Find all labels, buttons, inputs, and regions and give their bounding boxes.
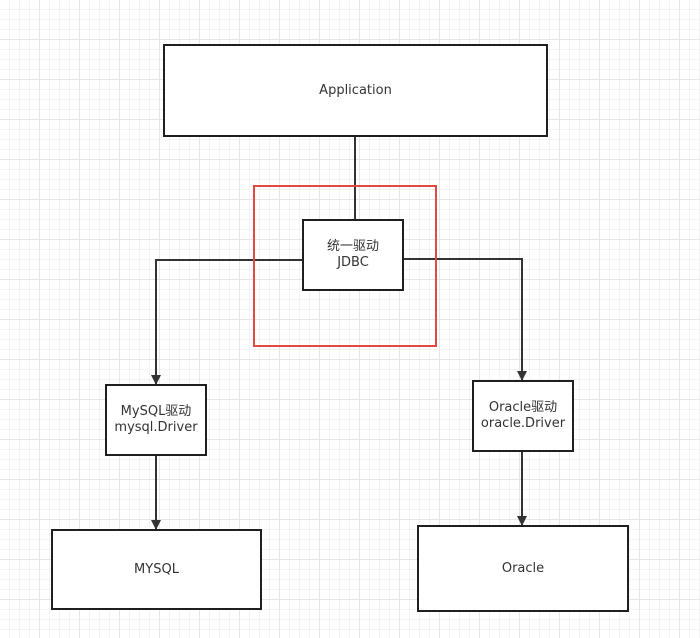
arrow-jdbc-to-oracle-driver xyxy=(403,258,527,381)
application-label: Application xyxy=(319,82,392,98)
application-node[interactable]: Application xyxy=(163,44,548,137)
mysql-driver-label-line2: mysql.Driver xyxy=(114,420,198,435)
oracle-db-label: Oracle xyxy=(501,560,545,576)
mysql-driver-node[interactable]: MySQL驱动 mysql.Driver xyxy=(105,384,207,456)
oracle-driver-label-line1: Oracle驱动 xyxy=(488,400,558,415)
jdbc-label-line2: JDBC xyxy=(337,255,369,270)
mysql-driver-label-line1: MySQL驱动 xyxy=(120,404,192,419)
jdbc-node[interactable]: 统一驱动 JDBC xyxy=(302,219,404,291)
oracle-driver-label-line2: oracle.Driver xyxy=(480,416,566,431)
mysql-db-label: MYSQL xyxy=(134,561,179,577)
oracle-driver-node[interactable]: Oracle驱动 oracle.Driver xyxy=(472,380,574,452)
mysql-db-node[interactable]: MYSQL xyxy=(51,529,262,610)
jdbc-label-line1: 统一驱动 xyxy=(326,239,379,254)
oracle-db-node[interactable]: Oracle xyxy=(417,525,629,612)
jdbc-highlight-box xyxy=(253,185,437,347)
